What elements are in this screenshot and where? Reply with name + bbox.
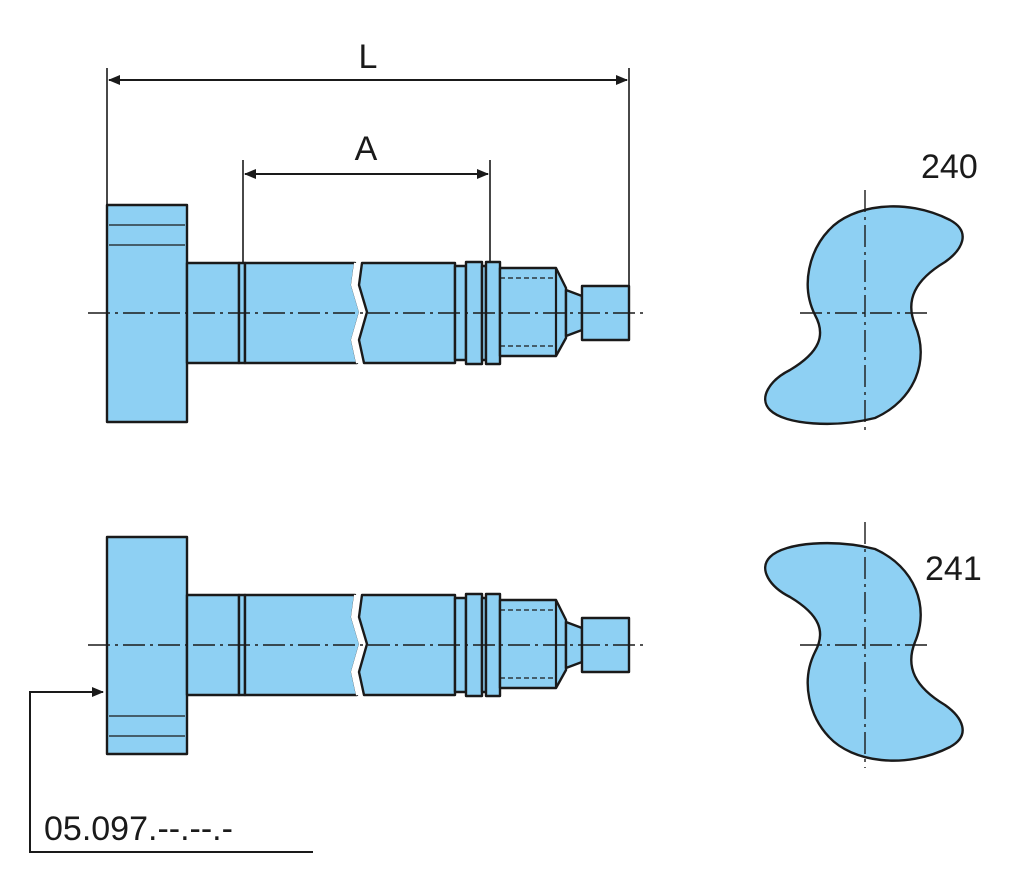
- cam-profile-241: 241: [764, 522, 982, 768]
- cam-profile-241-label: 241: [925, 550, 982, 588]
- cam-profile-240-label: 240: [921, 148, 978, 186]
- dimension-l: L: [106, 38, 630, 290]
- dimension-a-label: A: [355, 130, 378, 168]
- cam-profile-240: 240: [764, 148, 978, 435]
- dimension-l-label: L: [359, 38, 378, 76]
- upper-camshaft: [88, 203, 645, 424]
- lower-camshaft: [88, 535, 645, 756]
- dimension-a: A: [242, 130, 491, 262]
- part-reference: 05.097.--.--.-: [29, 687, 313, 853]
- part-number-label: 05.097.--.--.-: [44, 810, 233, 848]
